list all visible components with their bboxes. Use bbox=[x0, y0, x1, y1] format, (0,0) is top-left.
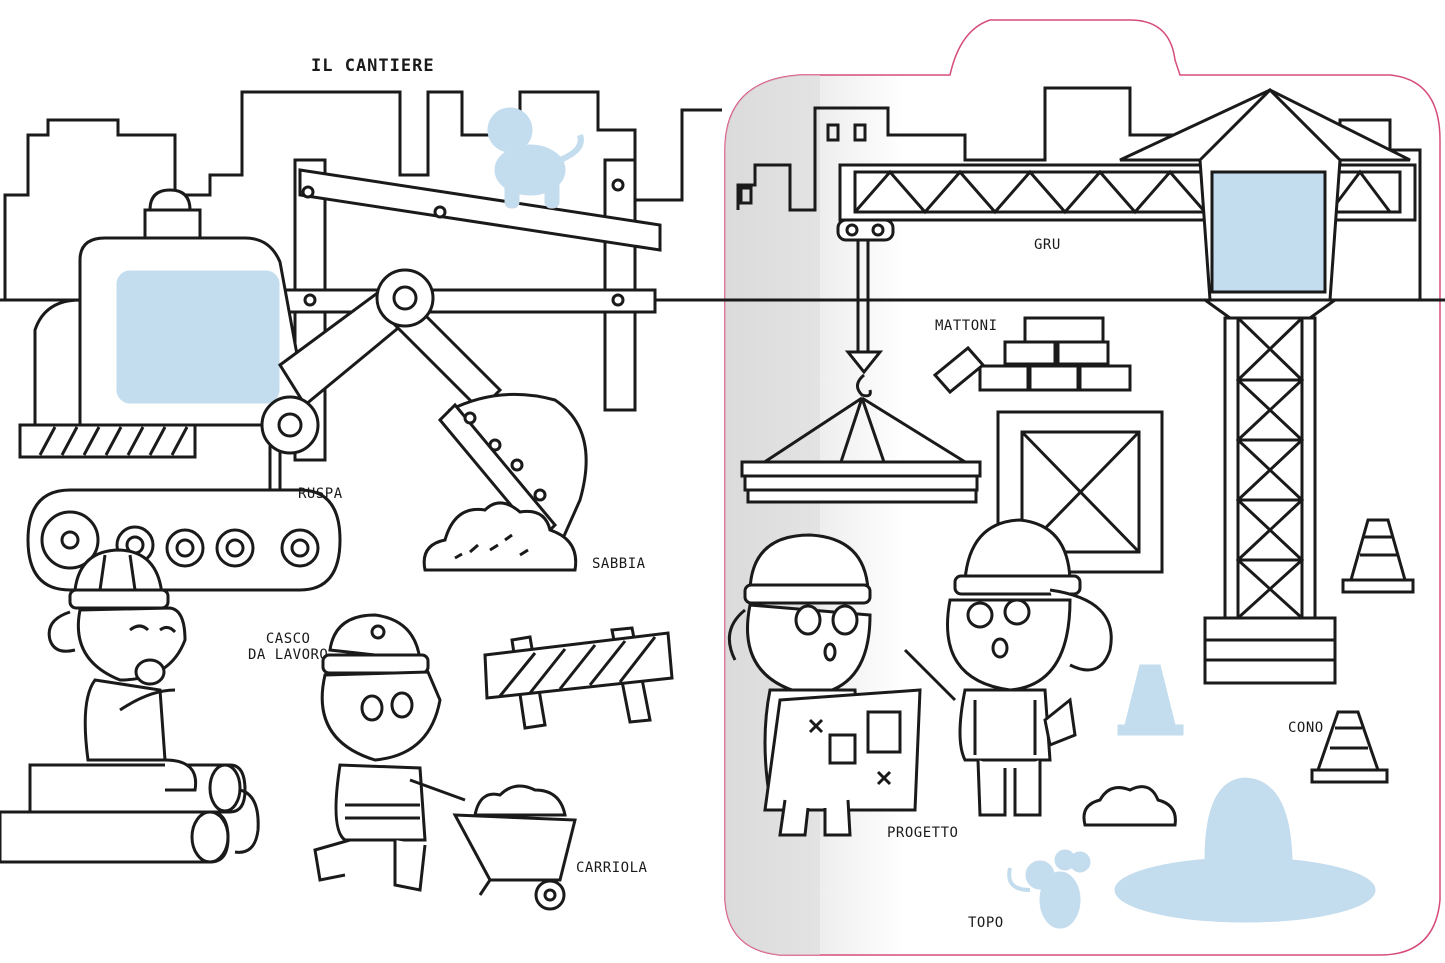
excavator bbox=[18, 188, 588, 592]
mole-window bbox=[1114, 777, 1376, 923]
left-page bbox=[0, 15, 725, 963]
crane bbox=[740, 87, 1417, 685]
worker-planner bbox=[727, 533, 922, 837]
bricks bbox=[932, 316, 1132, 395]
label-cono: CONO bbox=[1288, 720, 1324, 736]
label-ruspa: RUSPA bbox=[298, 486, 343, 502]
label-casco-da-lavoro: CASCO DA LAVORO bbox=[248, 631, 328, 663]
cone-top bbox=[1341, 518, 1415, 594]
label-gru: GRU bbox=[1034, 237, 1061, 253]
label-casco-line1: CASCO bbox=[265, 631, 311, 647]
label-progetto: PROGETTO bbox=[887, 825, 959, 841]
label-carriola: CARRIOLA bbox=[576, 860, 648, 876]
barricade bbox=[483, 626, 674, 730]
worker-pointing bbox=[903, 518, 1113, 817]
building-windows bbox=[739, 123, 867, 205]
cone-blue-window bbox=[1117, 664, 1184, 736]
sand-pile-small bbox=[1082, 785, 1177, 827]
worker-wheelbarrow bbox=[313, 613, 577, 911]
worker-sitting bbox=[47, 548, 198, 792]
label-casco-line2: DA LAVORO bbox=[248, 647, 329, 663]
sand-pile bbox=[422, 501, 578, 572]
label-mattoni: MATTONI bbox=[935, 318, 998, 334]
cone bbox=[1310, 710, 1389, 784]
right-page bbox=[720, 19, 1445, 956]
mouse-window bbox=[1007, 849, 1091, 929]
pipes bbox=[0, 763, 260, 864]
label-topo: TOPO bbox=[968, 915, 1004, 931]
page-title: IL CANTIERE bbox=[311, 56, 435, 76]
city-skyline-left bbox=[3, 90, 722, 300]
label-sabbia: SABBIA bbox=[592, 556, 646, 572]
dog-window bbox=[487, 107, 584, 209]
